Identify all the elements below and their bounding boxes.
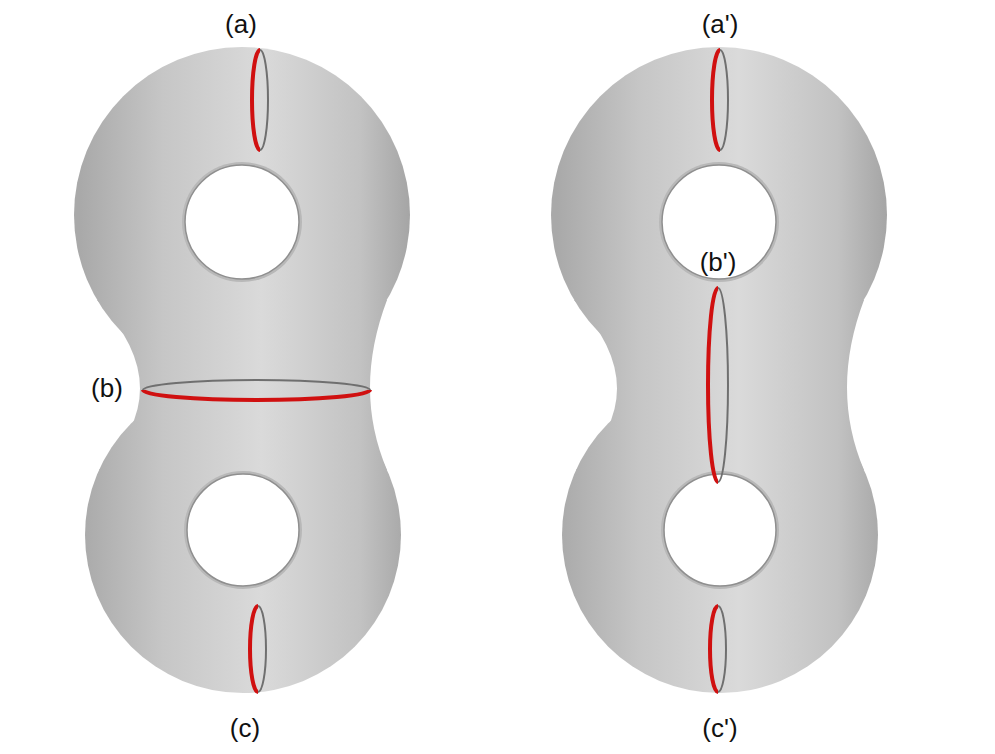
curve-back — [718, 288, 728, 482]
red-curve — [250, 606, 258, 692]
double-torus — [74, 47, 410, 693]
right-surface — [551, 47, 887, 693]
left-surface — [74, 47, 410, 693]
red-curve — [712, 50, 720, 150]
curve-label: (a') — [702, 10, 739, 39]
curve-label: (b) — [91, 374, 123, 403]
curve-back — [258, 606, 266, 692]
curve-label: (c) — [230, 714, 260, 743]
curve-label: (c') — [702, 714, 737, 743]
double-torus — [551, 47, 887, 693]
red-curve — [710, 606, 718, 692]
red-curve — [252, 50, 260, 150]
curve-back — [720, 50, 728, 150]
curve-back — [260, 50, 268, 150]
curve-label: (a) — [225, 10, 257, 39]
red-curve — [143, 390, 370, 400]
red-curve — [708, 288, 718, 482]
curve-back — [718, 606, 726, 692]
curve-label: (b') — [700, 248, 737, 277]
curve-back — [143, 380, 370, 390]
